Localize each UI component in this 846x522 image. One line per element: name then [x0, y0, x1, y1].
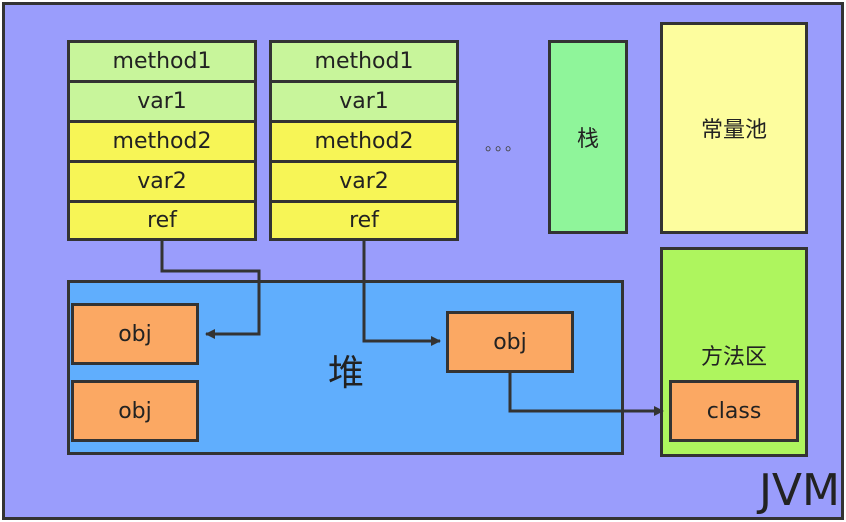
frame-1-ref: ref — [67, 200, 257, 241]
heap-object-3: obj — [446, 311, 574, 373]
arrow-obj-to-class — [508, 373, 664, 416]
method-area-label: 方法区 — [700, 345, 767, 370]
arrow-frame2-ref-to-obj — [362, 241, 441, 346]
class-box: class — [669, 380, 799, 442]
heap-object-1: obj — [71, 303, 199, 365]
heap-object-2: obj — [71, 380, 199, 442]
frame-2-var2: var2 — [269, 160, 459, 203]
stack-box: 栈 — [548, 40, 628, 234]
frame-1-var1: var1 — [67, 80, 257, 123]
heap-label: 堆 — [327, 353, 364, 394]
frames-ellipsis: 。。。 — [484, 135, 523, 154]
frame-1-method1: method1 — [67, 40, 257, 83]
frame-2-ref: ref — [269, 200, 459, 241]
arrow-frame1-ref-to-obj — [160, 241, 261, 339]
constant-pool-box: 常量池 — [660, 22, 808, 234]
jvm-label: JVM — [758, 464, 840, 516]
